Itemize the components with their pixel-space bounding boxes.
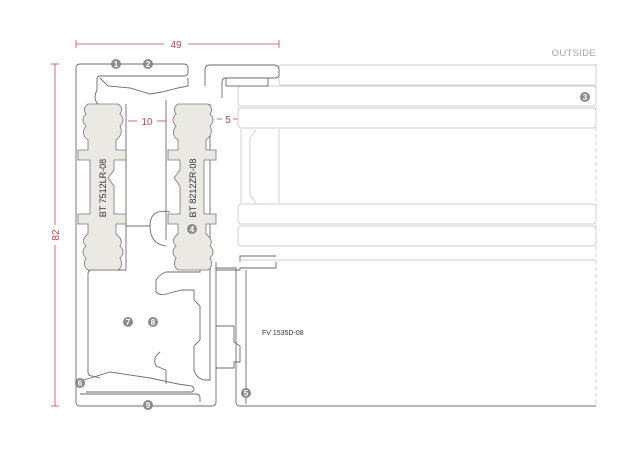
svg-text:7: 7 [126,318,131,327]
gap-dimension-5: 5 [217,115,238,126]
glass-unit [237,64,597,406]
profile-label: FV 1535D-08 [262,330,304,337]
svg-text:8: 8 [151,318,156,327]
marker-8: 8 [148,317,158,327]
svg-text:5: 5 [244,389,249,398]
svg-text:10: 10 [141,117,153,128]
height-dimension-label: 82 [51,229,62,241]
width-dimension: 49 [75,40,280,51]
marker-6: 6 [75,378,85,388]
marker-5: 5 [241,388,251,398]
marker-3: 3 [580,92,590,102]
svg-text:2: 2 [146,60,151,69]
marker-9: 9 [143,400,153,410]
thermal-break-left-label: BT 7512LR-08 [98,159,108,217]
svg-text:1: 1 [114,60,119,69]
thermal-break-left: BT 7512LR-08 [77,103,127,271]
marker-2: 2 [143,59,153,69]
thermal-break-right: BT 8212ZR-08 [167,103,217,271]
svg-text:9: 9 [146,401,151,410]
svg-text:3: 3 [583,93,588,102]
width-dimension-label: 49 [170,40,182,51]
marker-4: 4 [187,224,197,234]
svg-text:6: 6 [78,379,83,388]
frame-profile [75,63,596,407]
marker-1: 1 [111,59,121,69]
marker-7: 7 [123,317,133,327]
height-dimension: 82 [51,63,62,407]
svg-text:5: 5 [225,115,231,126]
outside-label: OUTSIDE [552,48,596,59]
svg-text:4: 4 [190,225,195,234]
gap-dimension-10: 10 [128,117,166,128]
thermal-break-right-label: BT 8212ZR-08 [188,159,198,218]
